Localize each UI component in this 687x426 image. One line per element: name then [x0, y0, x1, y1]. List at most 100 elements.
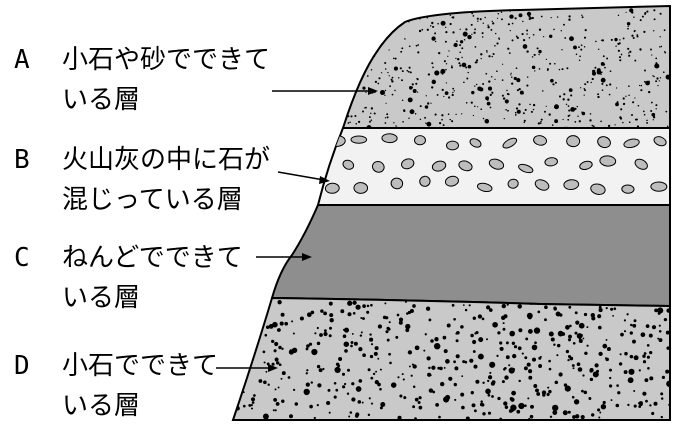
pebble — [538, 364, 543, 368]
pebble — [368, 397, 371, 400]
sand-grain — [378, 15, 380, 17]
sand-grain — [567, 114, 570, 118]
sand-grain — [538, 68, 541, 70]
pebble — [405, 323, 411, 330]
sand-grain — [370, 38, 373, 41]
sand-grain — [532, 33, 535, 36]
pebble — [274, 409, 277, 412]
pebble — [605, 338, 608, 341]
sand-grain — [578, 46, 580, 49]
sand-grain — [386, 113, 389, 116]
sand-grain — [431, 21, 434, 25]
sand-grain — [463, 81, 465, 84]
pebble — [313, 416, 316, 420]
pebble — [343, 382, 347, 386]
sand-grain — [370, 112, 372, 115]
sand-grain — [561, 68, 564, 71]
sand-grain — [531, 16, 534, 20]
sand-grain — [568, 18, 571, 21]
pebble — [598, 416, 601, 419]
sand-grain — [394, 89, 396, 92]
pebble — [267, 383, 270, 386]
sand-grain — [617, 14, 620, 17]
sand-grain — [628, 52, 630, 54]
sand-grain — [583, 88, 586, 90]
pebble — [613, 307, 617, 311]
sand-grain — [583, 45, 586, 48]
pebble — [658, 324, 661, 327]
pebble — [633, 390, 636, 392]
pebble — [412, 364, 417, 369]
sand-grain — [442, 124, 445, 127]
pebble — [386, 326, 390, 331]
sand-grain — [387, 71, 389, 74]
pebble — [660, 415, 663, 419]
pebble — [379, 406, 383, 410]
pebble — [564, 385, 571, 392]
pebble — [366, 125, 372, 128]
sand-grain — [653, 18, 656, 21]
pebble — [369, 354, 374, 359]
sand-grain — [470, 101, 473, 104]
pebble — [627, 377, 634, 384]
sand-grain — [657, 84, 659, 87]
layer-c-line2: いる層 — [62, 283, 141, 313]
pebble — [567, 354, 572, 359]
pebble — [539, 355, 542, 358]
pebble — [632, 323, 637, 328]
arrow-a-head — [368, 87, 378, 95]
sand-grain — [384, 94, 386, 96]
sand-grain — [382, 32, 385, 36]
sand-grain — [619, 59, 622, 62]
pebble — [633, 404, 637, 408]
pebble — [553, 306, 557, 310]
sand-grain — [646, 119, 648, 122]
sand-grain — [480, 108, 483, 111]
pebble — [572, 367, 575, 370]
pebble — [374, 379, 379, 385]
pebble — [412, 385, 416, 388]
pebble — [490, 381, 495, 386]
pebble — [649, 404, 652, 407]
sand-grain — [491, 20, 493, 23]
sand-grain — [580, 44, 583, 47]
sand-grain — [438, 121, 442, 125]
sand-grain — [429, 25, 432, 27]
pebble — [583, 312, 588, 317]
pebble — [513, 76, 517, 81]
pebble — [535, 388, 539, 393]
pebble — [409, 86, 413, 90]
pebble — [280, 377, 283, 380]
sand-grain — [492, 22, 495, 25]
pebble — [486, 338, 488, 341]
sand-grain — [391, 93, 394, 96]
sand-grain — [441, 118, 443, 121]
pebble — [618, 362, 623, 366]
pebble — [462, 31, 468, 37]
sand-grain — [608, 93, 611, 96]
pebble — [600, 61, 605, 66]
pebble — [246, 309, 250, 313]
sand-grain — [600, 71, 603, 74]
pebble — [517, 346, 522, 351]
pebble — [257, 328, 260, 331]
pebble — [581, 389, 584, 393]
pebble — [451, 303, 455, 307]
pebble — [623, 319, 626, 322]
sand-grain — [530, 110, 533, 113]
pebble — [577, 367, 583, 372]
sand-grain — [425, 95, 427, 97]
pebble — [526, 362, 531, 367]
pebble — [277, 300, 282, 305]
pebble — [367, 413, 371, 417]
pebble — [644, 378, 649, 383]
volcanic-stone — [371, 160, 385, 173]
pebble — [596, 68, 601, 73]
pebble — [503, 368, 506, 371]
pebble — [373, 351, 378, 356]
pebble — [245, 312, 248, 316]
sand-grain — [465, 28, 468, 31]
pebble — [461, 62, 467, 68]
pebble — [343, 327, 350, 333]
sand-grain — [490, 75, 493, 78]
